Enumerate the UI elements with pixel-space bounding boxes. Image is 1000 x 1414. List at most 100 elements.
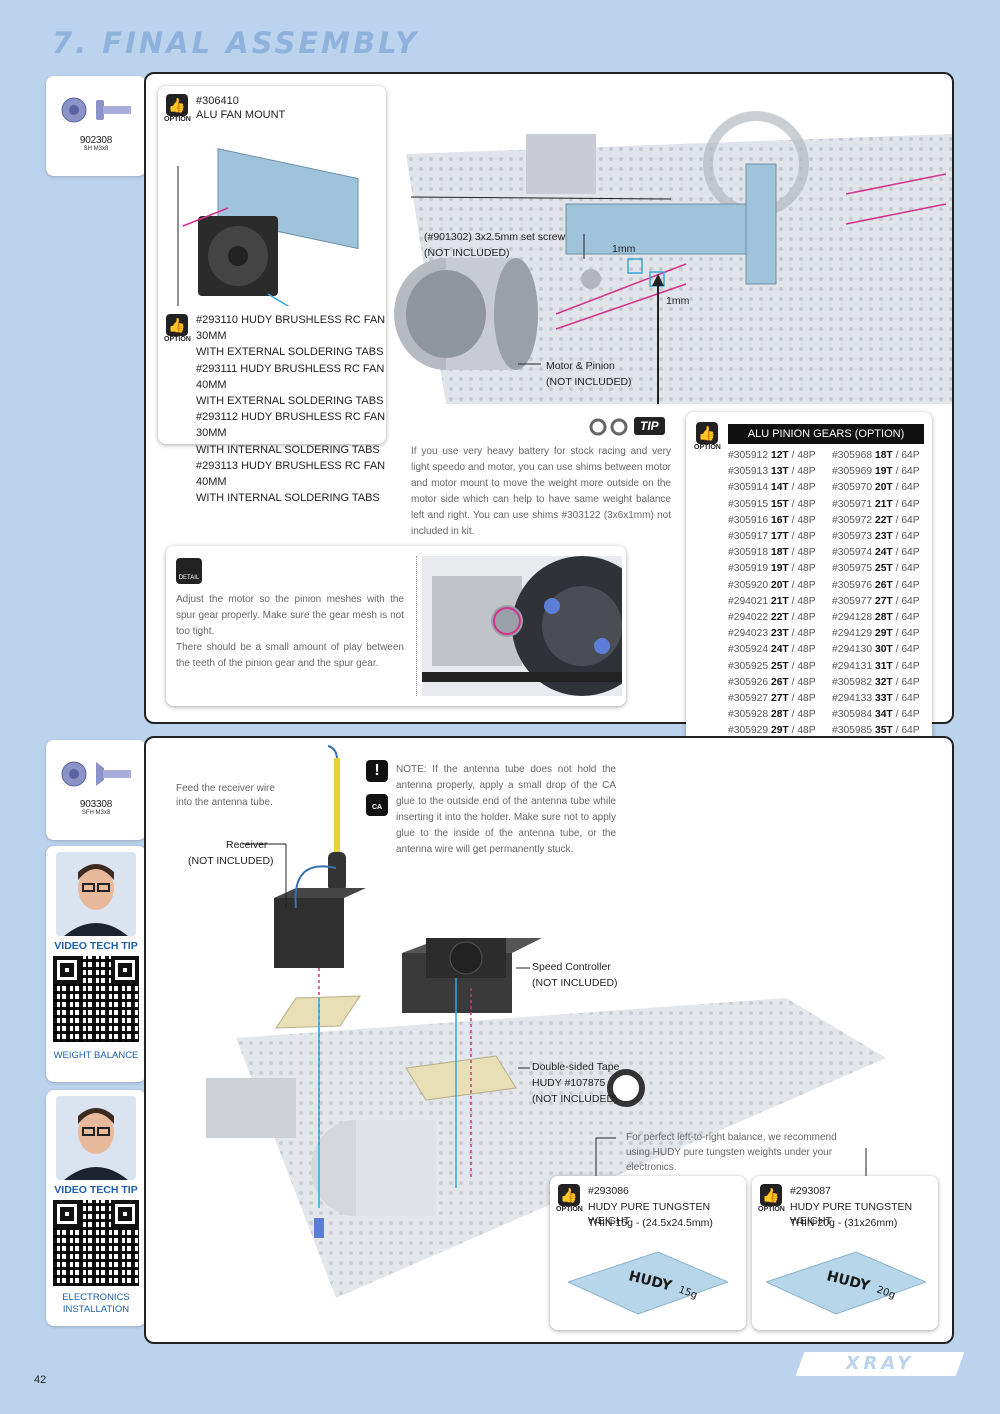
- screw-desc: SFH M3x8: [81, 810, 111, 816]
- pinion-part: #305970: [832, 482, 873, 494]
- pinion-teeth: 34T: [874, 709, 893, 721]
- pinion-row: #305918 18T / 48P: [728, 547, 816, 559]
- detail-icon: DETAIL: [176, 558, 202, 584]
- fan-options-list: #293110 HUDY BRUSHLESS RC FAN 30MM WITH …: [196, 312, 386, 506]
- option-badge: 👍 OPTION: [694, 422, 721, 451]
- page-number: 42: [34, 1374, 47, 1386]
- weight-name: HUDY PURE TUNGSTEN WEIGHT: [588, 1201, 711, 1227]
- presenter-avatar: [56, 1096, 136, 1180]
- screw-part: 902308: [79, 135, 113, 146]
- pinion-pitch: 48P: [797, 660, 816, 672]
- tip-text: If you use very heavy battery for stock …: [411, 446, 671, 537]
- pinion-pitch: 64P: [901, 595, 920, 607]
- qr-code[interactable]: [53, 956, 139, 1042]
- pinion-pitch: 48P: [797, 466, 816, 478]
- pinion-row: #294129 29T / 64P: [832, 628, 920, 640]
- pinion-teeth: 23T: [770, 628, 789, 640]
- video-tip-card-1[interactable]: VIDEO TECH TIP WEIGHT BALANCE: [46, 846, 146, 1082]
- fan-option-line: WITH INTERNAL SOLDERING TABS: [196, 492, 380, 505]
- pinion-part: #305926: [728, 676, 769, 688]
- page-title: 7. FINAL ASSEMBLY: [52, 26, 420, 60]
- pinion-teeth: 33T: [874, 693, 893, 705]
- pinion-teeth: 25T: [874, 563, 893, 575]
- presenter-avatar: [56, 852, 136, 936]
- pinion-pitch: 48P: [797, 514, 816, 526]
- pinion-teeth: 27T: [874, 595, 893, 607]
- pinion-pitch: 48P: [797, 450, 816, 461]
- pinion-part: #294128: [832, 612, 873, 624]
- fan-option-line: #293112 HUDY BRUSHLESS RC FAN 30MM: [196, 411, 386, 440]
- pinion-teeth: 24T: [874, 547, 893, 559]
- pinion-row: #305916 16T / 48P: [728, 514, 816, 526]
- pinion-row: #305970 20T / 64P: [832, 482, 920, 494]
- pinion-part: #305920: [728, 579, 769, 591]
- screw-tab-bottom: 903308 SFH M3x8: [46, 740, 146, 840]
- pinion-part: #305984: [832, 709, 873, 721]
- pinion-pitch: 64P: [901, 466, 920, 478]
- screw-icon: [61, 97, 131, 123]
- tungsten-weight-plate: HUDY 15g: [568, 1251, 728, 1315]
- pinion-row: #294023 23T / 48P: [728, 628, 816, 640]
- weight-name: HUDY PURE TUNGSTEN WEIGHT: [790, 1201, 913, 1227]
- pinion-pitch: 64P: [901, 676, 920, 688]
- set-screw-line1: (#901302) 3x2.5mm set screw: [424, 231, 566, 243]
- pinion-teeth: 17T: [770, 531, 789, 543]
- pinion-teeth: 22T: [874, 514, 893, 526]
- fan-option-line: WITH INTERNAL SOLDERING TABS: [196, 443, 380, 456]
- pinion-part: #305971: [832, 498, 873, 510]
- detail-text-2: There should be a small amount of play b…: [176, 642, 404, 669]
- video-tip-card-2[interactable]: VIDEO TECH TIP ELECTRONICS INSTALLATION: [46, 1090, 146, 1326]
- video-tip-label[interactable]: VIDEO TECH TIP: [54, 1184, 138, 1196]
- pinion-row: #305973 23T / 64P: [832, 531, 920, 543]
- weight-spec: THIN 20g - (31x26mm): [790, 1217, 898, 1229]
- speed-controller-line2: (NOT INCLUDED): [532, 977, 618, 989]
- speed-controller-line1: Speed Controller: [532, 961, 611, 973]
- video-tip-caption: WEIGHT BALANCE: [53, 1050, 139, 1061]
- fan-option-line: WITH EXTERNAL SOLDERING TABS: [196, 346, 384, 359]
- fan-option-line: #293111 HUDY BRUSHLESS RC FAN 40MM: [196, 362, 385, 391]
- pinion-row: #305984 34T / 64P: [832, 709, 920, 721]
- pinion-pitch: 64P: [901, 563, 920, 575]
- set-screw-line2: (NOT INCLUDED): [424, 247, 510, 259]
- weight-part: #293087: [790, 1185, 831, 1197]
- pinion-row: #294022 22T / 48P: [728, 612, 816, 624]
- pinion-teeth: 35T: [874, 725, 893, 737]
- option-badge: 👍 OPTION: [556, 1184, 583, 1213]
- pinion-teeth: 18T: [874, 450, 893, 461]
- dim-label: 1mm: [612, 243, 636, 255]
- pinion-teeth: 21T: [874, 498, 893, 510]
- pinion-row: #305975 25T / 64P: [832, 563, 920, 575]
- thumbs-up-icon: 👍: [760, 1184, 782, 1206]
- electronics-panel: Feed the receiver wire into the antenna …: [144, 736, 954, 1344]
- option-badge: 👍 OPTION: [758, 1184, 785, 1213]
- pinion-pitch: 64P: [901, 579, 920, 591]
- option-badge: 👍 OPTION: [164, 314, 191, 343]
- pinion-pitch: 64P: [901, 531, 920, 543]
- pinion-teeth: 13T: [770, 466, 789, 478]
- weight-spec: THIN 15g - (24.5x24.5mm): [588, 1217, 713, 1229]
- pinion-teeth: 19T: [770, 563, 789, 575]
- pinion-part: #305973: [832, 531, 873, 543]
- pinion-part: #294129: [832, 628, 873, 640]
- pinion-part: #294130: [832, 644, 873, 656]
- pinion-part: #294133: [832, 693, 873, 705]
- video-tip-label[interactable]: VIDEO TECH TIP: [54, 940, 138, 952]
- pinion-part: #305985: [832, 725, 873, 737]
- pinion-pitch: 64P: [901, 547, 920, 559]
- pinion-part: #305928: [728, 709, 769, 721]
- pinion-pitch: 48P: [797, 644, 816, 656]
- weight-card-20g: 👍 OPTION #293087 HUDY PURE TUNGSTEN WEIG…: [752, 1176, 938, 1330]
- pinion-row: #305926 26T / 48P: [728, 676, 816, 688]
- pinion-row: #305976 26T / 64P: [832, 579, 920, 591]
- pinion-teeth: 30T: [874, 644, 893, 656]
- pinion-pitch: 64P: [901, 450, 920, 461]
- pinion-part: #294021: [728, 595, 769, 607]
- dim-label: 1mm: [666, 295, 690, 307]
- pinion-pitch: 48P: [797, 693, 816, 705]
- pinion-row: #305919 19T / 48P: [728, 563, 816, 575]
- screw-tab-top: 902308 SH M3x8: [46, 76, 146, 176]
- pinion-part: #305918: [728, 547, 769, 559]
- pinion-pitch: 48P: [797, 676, 816, 688]
- pinion-row: #305917 17T / 48P: [728, 531, 816, 543]
- qr-code[interactable]: [53, 1200, 139, 1286]
